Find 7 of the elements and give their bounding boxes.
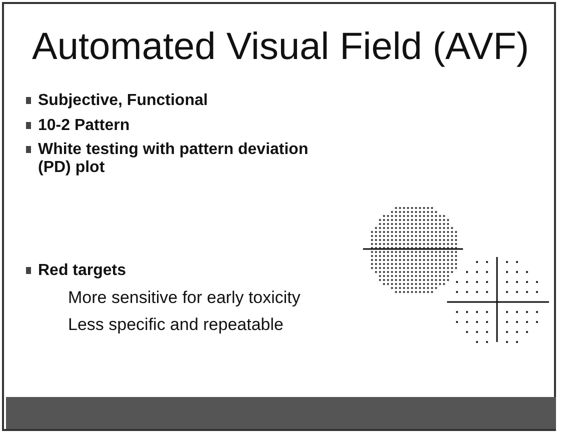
bullet-text: White testing with pattern deviation (PD) plot [38,141,310,177]
sub-item-text: More sensitive for early toxicity [68,288,300,308]
bullet-text: 10-2 Pattern [38,117,130,135]
sub-item-text: Less specific and repeatable [68,315,284,335]
bullet-text: Subjective, Functional [38,92,208,110]
bullet-text: Red targets [38,262,126,280]
slide-title: Automated Visual Field (AVF) [32,26,530,69]
